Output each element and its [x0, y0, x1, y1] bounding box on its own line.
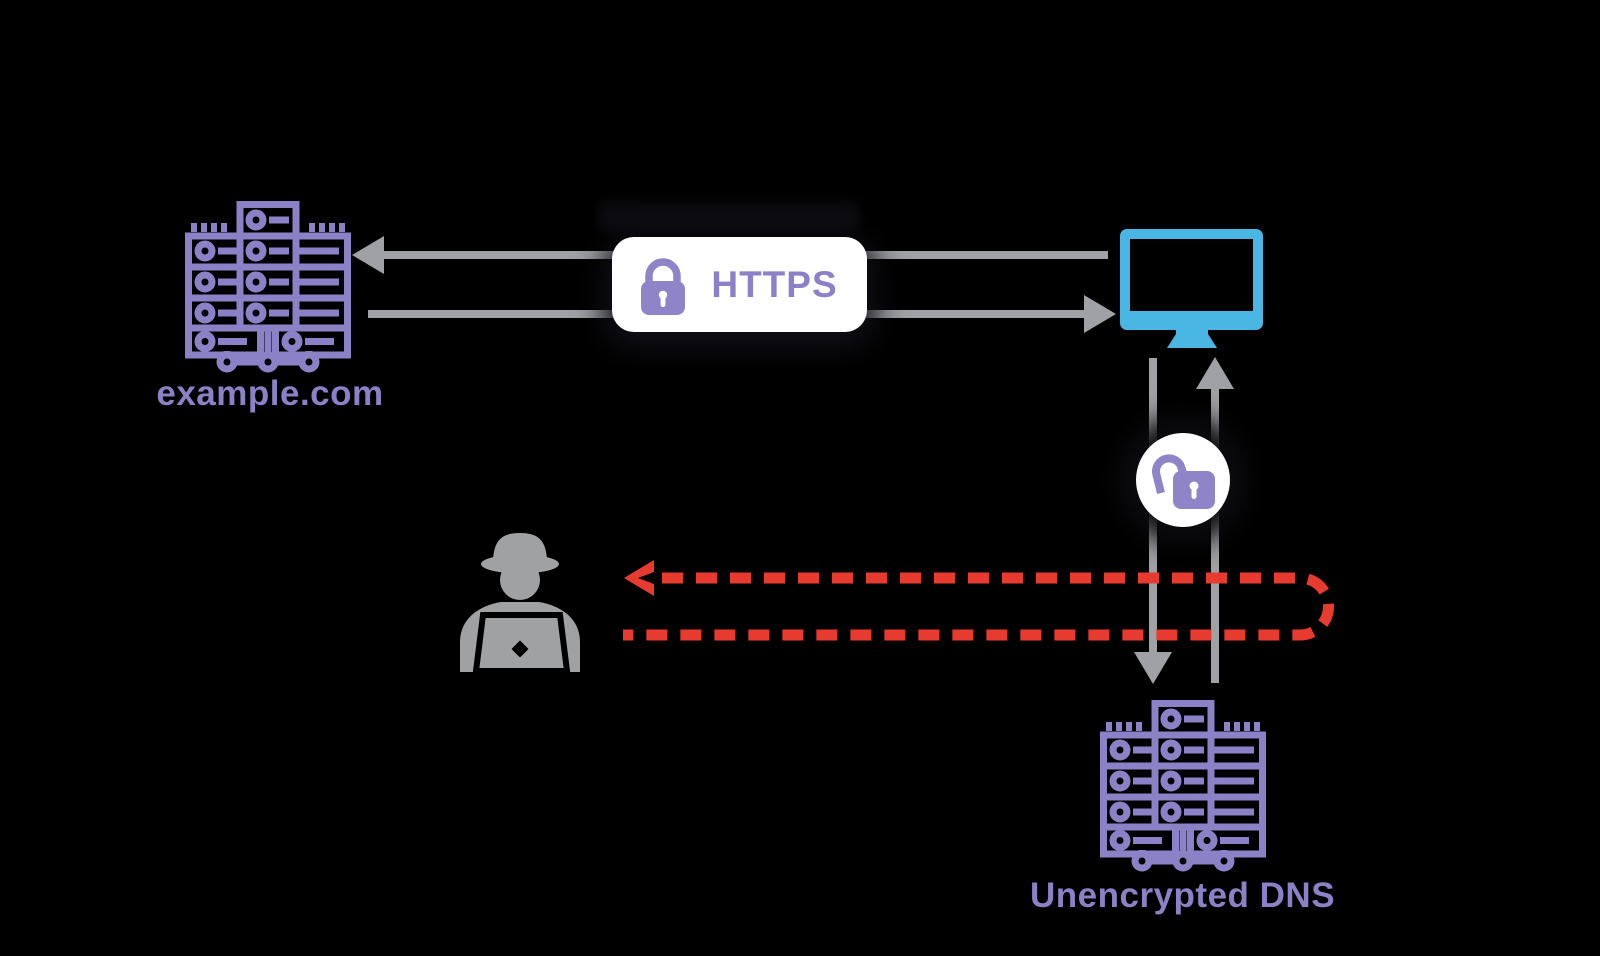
- arrowhead-up-icon: [1196, 357, 1234, 389]
- interception-path: [623, 560, 1334, 641]
- closed-padlock-icon: [641, 257, 686, 315]
- spy-icon: [460, 533, 580, 672]
- website-label: example.com: [156, 374, 384, 413]
- badge-shadow: [598, 202, 860, 232]
- dns-server-icon: [1100, 700, 1266, 872]
- dns-response-line-up: [1211, 388, 1219, 683]
- open-padlock-icon: [1152, 454, 1215, 509]
- arrowhead-left-icon: [352, 236, 384, 274]
- red-arrowhead-left-icon: [624, 560, 654, 596]
- website-server-icon: [185, 201, 351, 373]
- arrowhead-right-icon: [1084, 295, 1116, 333]
- desktop-monitor-icon: [1120, 229, 1263, 348]
- arrowhead-down-icon: [1134, 652, 1172, 684]
- https-label: HTTPS: [711, 263, 838, 305]
- https-badge: HTTPS: [612, 237, 867, 332]
- dns-resolver-label: Unencrypted DNS: [1030, 876, 1336, 915]
- unencrypted-badge: [1136, 433, 1230, 527]
